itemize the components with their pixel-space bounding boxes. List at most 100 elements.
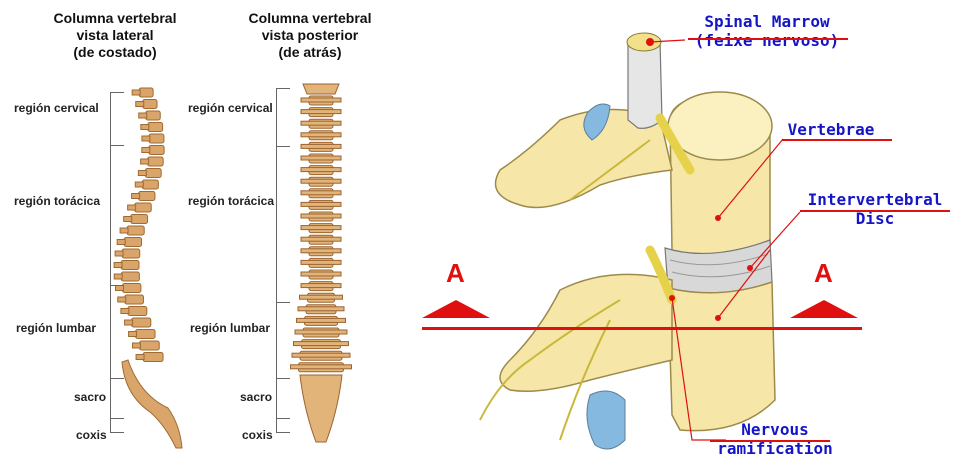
posterior-sacrum — [300, 375, 342, 442]
lateral-vertebra — [128, 307, 147, 316]
label-vertebrae: Vertebrae — [776, 120, 886, 139]
lateral-vertebra — [124, 238, 141, 247]
posterior-tick — [276, 88, 290, 89]
posterior-transverse-process — [301, 156, 341, 160]
lateral-vertebra — [146, 111, 161, 120]
posterior-spine-vertebrae — [291, 96, 352, 372]
lateral-vertebra — [125, 295, 144, 304]
posterior-transverse-process — [300, 295, 343, 299]
vertebra-illustration — [410, 0, 961, 470]
lateral-spinous-process — [118, 297, 126, 302]
posterior-label-thoracic: región torácica — [188, 194, 274, 208]
lateral-spinous-process — [141, 125, 149, 130]
section-line — [422, 327, 862, 330]
lateral-label-coccyx: coxis — [76, 428, 107, 442]
posterior-tick — [276, 432, 290, 433]
lateral-spinous-process — [114, 263, 122, 268]
lateral-vertebra — [142, 180, 158, 189]
lateral-spinous-process — [138, 171, 146, 176]
lateral-vertebra — [121, 272, 139, 281]
posterior-transverse-process — [298, 307, 344, 311]
label-spinal-marrow-line1: Spinal Marrow — [672, 12, 862, 31]
lateral-tick — [110, 432, 124, 433]
posterior-label-sacrum: sacro — [240, 390, 272, 404]
lateral-spinous-process — [115, 251, 123, 256]
lateral-spinous-process — [135, 182, 143, 187]
posterior-transverse-process — [295, 330, 347, 334]
posterior-transverse-process — [301, 214, 341, 218]
posterior-transverse-process — [301, 179, 341, 183]
section-label-right: A — [814, 258, 833, 289]
lateral-spine-vertebrae — [114, 88, 164, 362]
lateral-spinous-process — [139, 113, 147, 118]
posterior-transverse-process — [294, 342, 349, 346]
posterior-label-lumbar: región lumbar — [190, 321, 270, 335]
lateral-spinous-process — [141, 159, 149, 164]
posterior-tick — [276, 302, 290, 303]
posterior-transverse-process — [301, 168, 341, 172]
label-disc-line1: Intervertebral — [800, 190, 950, 209]
lateral-vertebra — [139, 88, 153, 97]
posterior-label-coccyx: coxis — [242, 428, 273, 442]
lateral-label-thoracic: región torácica — [14, 194, 100, 208]
posterior-transverse-process — [301, 260, 341, 264]
lateral-spinous-process — [133, 343, 141, 348]
posterior-tick — [276, 146, 290, 147]
lateral-spinous-process — [142, 148, 150, 153]
lateral-spinous-process — [121, 309, 129, 314]
label-intervertebral-disc: Intervertebral Disc — [800, 190, 950, 228]
lateral-vertebra — [136, 330, 155, 339]
lateral-vertebra — [149, 146, 164, 155]
posterior-tick — [276, 418, 290, 419]
lateral-vertebra — [143, 353, 163, 362]
lateral-vertebra — [148, 157, 164, 166]
posterior-transverse-process — [301, 237, 341, 241]
lateral-vertebra — [140, 341, 160, 350]
lateral-vertebra — [127, 226, 144, 235]
lateral-spinous-process — [125, 320, 133, 325]
lateral-spinous-process — [117, 240, 125, 245]
lateral-spinous-process — [136, 355, 144, 360]
lateral-spinous-process — [120, 228, 128, 233]
lateral-tick — [110, 145, 124, 146]
marrow-underline — [688, 38, 848, 40]
nervous-underline — [710, 440, 830, 442]
lateral-spinous-process — [124, 217, 132, 222]
posterior-tick — [276, 378, 290, 379]
lateral-vertebra — [139, 192, 155, 201]
section-arrow-right — [790, 300, 858, 318]
posterior-transverse-process — [301, 110, 341, 114]
lateral-tick — [110, 285, 124, 286]
lateral-spinous-process — [129, 332, 137, 337]
lateral-vertebra — [132, 318, 151, 327]
lateral-vertebra — [145, 169, 161, 178]
lateral-vertebra — [135, 203, 152, 212]
lower-articular-cartilage — [587, 391, 625, 449]
lateral-vertebra — [122, 249, 140, 258]
posterior-transverse-process — [301, 249, 341, 253]
label-spinal-marrow: Spinal Marrow (feixe nervoso) — [672, 12, 862, 50]
posterior-spine-illustration — [180, 0, 410, 470]
posterior-region-bracket — [276, 88, 277, 432]
lateral-spinous-process — [132, 90, 140, 95]
posterior-atlas — [303, 84, 339, 94]
posterior-transverse-process — [301, 133, 341, 137]
label-nervous-line1: Nervous — [700, 420, 850, 439]
vertebra-detail-panel: Spinal Marrow (feixe nervoso) Vertebrae … — [410, 0, 961, 470]
lateral-sacrum — [122, 360, 182, 448]
lateral-vertebra — [122, 284, 140, 293]
lateral-label-sacrum: sacro — [74, 390, 106, 404]
lateral-tick — [110, 92, 124, 93]
lateral-spinous-process — [136, 102, 144, 107]
lateral-tick — [110, 378, 124, 379]
posterior-transverse-process — [301, 284, 341, 288]
lateral-spinous-process — [132, 194, 140, 199]
lateral-tick — [110, 418, 124, 419]
lateral-vertebra — [148, 123, 163, 132]
lateral-vertebra — [131, 215, 148, 224]
posterior-transverse-process — [301, 121, 341, 125]
posterior-transverse-process — [297, 318, 346, 322]
posterior-transverse-process — [301, 272, 341, 276]
disc-underline — [800, 210, 950, 212]
posterior-transverse-process — [301, 202, 341, 206]
